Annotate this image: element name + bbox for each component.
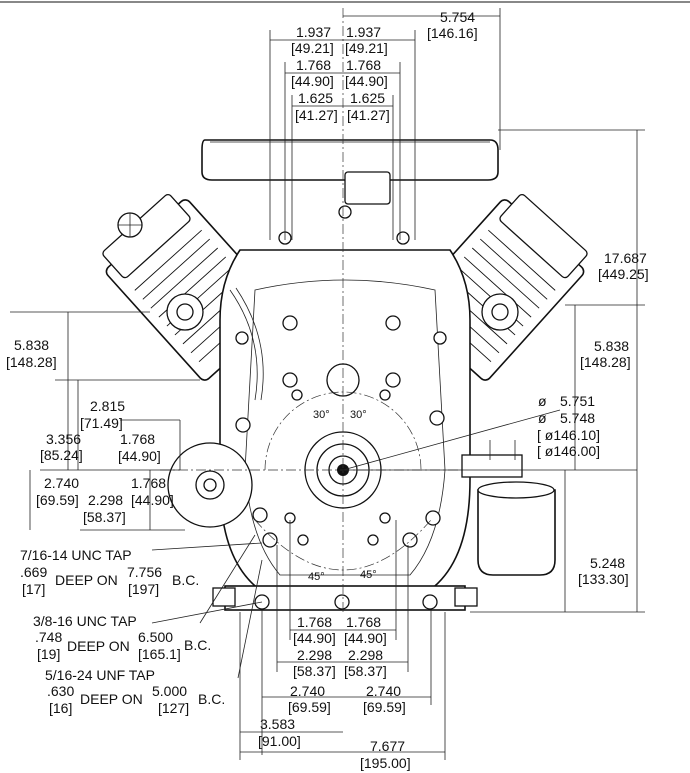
dim-14616: [146.16] (427, 25, 478, 41)
dim-2298-left: 2.298 (88, 492, 123, 508)
top-dimensions: 1.937 1.937 [49.21] [49.21] 1.768 1.768 … (269, 8, 501, 240)
note-3-bc-mm: [127] (158, 700, 189, 716)
dim-2298-bottom-right: 2.298 (348, 647, 383, 663)
dim-8524: [85.24] (40, 447, 83, 463)
dim-1768-top-right: 1.768 (346, 57, 381, 73)
dim-2815: 2.815 (90, 398, 125, 414)
dim-1937-left: 1.937 (296, 24, 331, 40)
note-1-bc-label: B.C. (172, 572, 199, 588)
dim-7149: [71.49] (80, 415, 123, 431)
dim-5748: 5.748 (560, 410, 595, 426)
dim-14610: [ ø146.10] (537, 427, 600, 443)
note-2-bc: 6.500 (138, 629, 173, 645)
dim-7677: 7.677 (370, 738, 405, 754)
note-2-tap: 3/8-16 UNC TAP (33, 613, 137, 629)
dim-5754: 5.754 (440, 9, 475, 25)
dim-6959-bottom-right: [69.59] (363, 699, 406, 715)
dim-2740-bottom-right: 2.740 (366, 683, 401, 699)
note-2-bc-mm: [165.1] (138, 646, 181, 662)
note-1-depth-mm: [17] (22, 581, 45, 597)
dim-4127-right: [41.27] (347, 107, 390, 123)
dim-5837-left: [58.37] (83, 509, 126, 525)
note-1-bc-mm: [197] (128, 581, 159, 597)
dim-13330: [133.30] (578, 571, 629, 587)
note-3-tap: 5/16-24 UNF TAP (45, 667, 155, 683)
dim-1937-right: 1.937 (346, 24, 381, 40)
dim-14828-right: [148.28] (580, 354, 631, 370)
bolt-holes (235, 205, 447, 610)
note-1-tap: 7/16-14 UNC TAP (20, 547, 132, 563)
dim-4490-left-b: [44.90] (131, 492, 174, 508)
note-3-bc-label: B.C. (198, 691, 225, 707)
dim-1768-bottom-right: 1.768 (346, 614, 381, 630)
dim-2740-bottom-left: 2.740 (290, 683, 325, 699)
dim-4490-bottom-right: [44.90] (344, 630, 387, 646)
dim-4127-left: [41.27] (295, 107, 338, 123)
note-1-bc: 7.756 (127, 564, 162, 580)
note-3-depth-mm: [16] (49, 700, 72, 716)
dia-symbol-1: ø (538, 393, 547, 409)
dim-6959-left: [69.59] (36, 492, 79, 508)
dim-5837-bottom-left: [58.37] (293, 663, 336, 679)
engine-outline (102, 139, 588, 611)
dim-1768-bottom-left: 1.768 (297, 614, 332, 630)
dim-3583: 3.583 (260, 716, 295, 732)
fuel-line (229, 289, 258, 401)
dim-1768-top-left: 1.768 (296, 57, 331, 73)
dim-14600: [ ø146.00] (537, 443, 600, 459)
note-2-bc-label: B.C. (184, 637, 211, 653)
dim-5838-right: 5.838 (594, 338, 629, 354)
dim-3356: 3.356 (46, 431, 81, 447)
note-3-deep-on: DEEP ON (80, 691, 143, 707)
dim-14828-left: [148.28] (6, 354, 57, 370)
note-1-depth: .669 (20, 564, 47, 580)
dim-6959-bottom-left: [69.59] (288, 699, 331, 715)
air-cleaner-cover (201, 139, 499, 181)
note-1-deep-on: DEEP ON (55, 572, 118, 588)
dim-17687: 17.687 (604, 250, 647, 266)
note-2-depth-mm: [19] (37, 646, 60, 662)
note-2-deep-on: DEEP ON (67, 638, 130, 654)
dim-1625-right: 1.625 (350, 90, 385, 106)
dim-44925: [449.25] (598, 266, 649, 282)
note-3-depth: .630 (47, 683, 74, 699)
dim-5838-left: 5.838 (14, 337, 49, 353)
right-dimensions: 17.687 [449.25] 5.838 [148.28] ø 5.751 ø… (342, 129, 649, 613)
dim-4921-right: [49.21] (345, 40, 388, 56)
dia-symbol-2: ø (538, 410, 547, 426)
left-pulley (167, 442, 253, 528)
tap-notes: 7/16-14 UNC TAP .669 DEEP ON 7.756 B.C. … (20, 534, 263, 716)
dim-4490-top-right: [44.90] (345, 73, 388, 89)
dim-5248: 5.248 (590, 555, 625, 571)
bottom-dimensions: 1.768 1.768 [44.90] [44.90] 2.298 2.298 … (239, 520, 446, 771)
left-dimensions: 5.838 [148.28] 2.815 [71.49] 3.356 [85.2… (6, 311, 200, 531)
angle-30-left: 30° (313, 409, 330, 421)
dim-4490-top-left: [44.90] (291, 73, 334, 89)
dim-9100: [91.00] (258, 733, 301, 749)
note-3-bc: 5.000 (152, 683, 187, 699)
dim-5751: 5.751 (560, 393, 595, 409)
dim-1768-left-a: 1.768 (120, 431, 155, 447)
dim-4490-bottom-left: [44.90] (293, 630, 336, 646)
dim-2740-left: 2.740 (44, 475, 79, 491)
angle-45-right: 45° (360, 569, 377, 581)
intake-block (344, 171, 391, 205)
dim-4921-left: [49.21] (291, 40, 334, 56)
oil-filter (461, 440, 556, 576)
angle-45-left: 45° (308, 571, 325, 583)
dim-1768-left-b: 1.768 (131, 475, 166, 491)
dim-2298-bottom-left: 2.298 (297, 647, 332, 663)
angle-30-right: 30° (350, 409, 367, 421)
note-2-depth: .748 (35, 629, 62, 645)
dim-19500: [195.00] (360, 755, 411, 771)
dim-5837-bottom-right: [58.37] (344, 663, 387, 679)
dim-4490-left-a: [44.90] (118, 448, 161, 464)
dim-1625-left: 1.625 (298, 90, 333, 106)
